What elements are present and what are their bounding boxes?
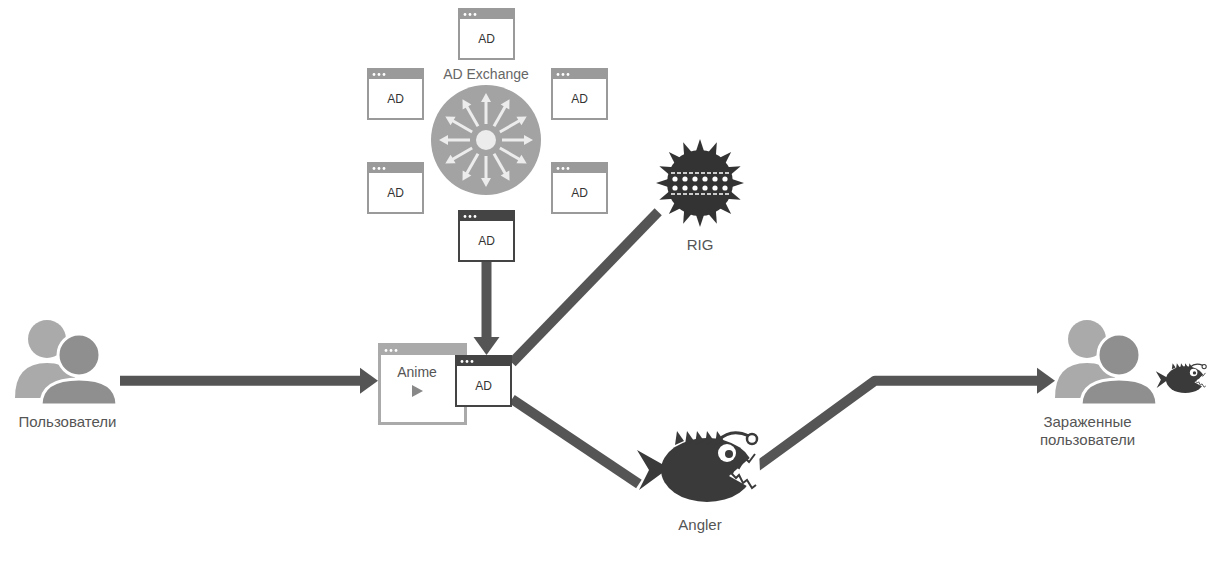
ad-window-box: AD: [551, 68, 608, 120]
ad-label: AD: [475, 379, 492, 393]
hub-label: AD Exchange: [430, 66, 542, 83]
ad-window-box: AD: [458, 8, 515, 60]
flow-connector: [749, 368, 1055, 472]
window-title-bar: [553, 164, 606, 173]
window-text-area: AD: [553, 173, 606, 212]
ad-label: AD: [478, 32, 495, 46]
angler-symbol: [635, 428, 765, 508]
ad-window-box: AD: [455, 355, 512, 407]
rig-icon-node: RIG: [645, 138, 755, 254]
icon-caption: Пользователи: [5, 413, 130, 431]
ad-label: AD: [387, 92, 404, 106]
window-text-area: AD: [457, 366, 510, 405]
window-text-area: AD: [369, 79, 422, 118]
flow-connector: [474, 262, 500, 355]
flow-connector: [512, 212, 658, 363]
window-title-bar: [460, 10, 513, 19]
ad-window-box: AD: [367, 68, 424, 120]
site-name: Anime: [381, 364, 453, 380]
arrow-head: [360, 368, 378, 394]
window-text-area: AD: [369, 173, 422, 212]
window-text-area: AD: [460, 19, 513, 58]
ad-label: AD: [571, 92, 588, 106]
infected-icon-node: Зараженные пользователи: [1025, 318, 1210, 449]
flow-connector: [512, 399, 639, 484]
window-title-bar: [460, 212, 513, 221]
infected-symbol: [1055, 318, 1210, 405]
icon-caption: Зараженные пользователи: [1025, 413, 1150, 449]
ad-window-box: AD: [551, 162, 608, 214]
flow-connector: [120, 368, 378, 394]
exchange-circle: [430, 84, 542, 196]
play-symbol: [410, 384, 424, 398]
window-title-bar: [381, 346, 464, 355]
angler-icon-node: Angler: [635, 428, 765, 534]
icon-caption: Angler: [635, 516, 765, 534]
site-content: Anime: [381, 364, 453, 398]
ad-label: AD: [387, 186, 404, 200]
users-symbol: [15, 318, 120, 405]
window-title-bar: [457, 357, 510, 366]
rig-symbol: [645, 138, 755, 228]
connector-line: [120, 376, 362, 386]
site-window: AnimeAD: [378, 343, 467, 425]
ad-label: AD: [478, 234, 495, 248]
arrow-head: [474, 337, 500, 355]
ad-window-box: AD: [367, 162, 424, 214]
ad-exchange-hub: AD Exchange: [430, 66, 542, 196]
ad-label: AD: [571, 186, 588, 200]
ad-window-box: AD: [458, 210, 515, 262]
connector-line: [749, 381, 1039, 472]
connector-line: [512, 212, 658, 363]
connector-line: [482, 262, 492, 339]
window-title-bar: [369, 164, 422, 173]
window-text-area: AD: [553, 79, 606, 118]
window-title-bar: [369, 70, 422, 79]
window-text-area: AD: [460, 221, 513, 260]
connector-line: [512, 399, 639, 484]
arrow-head: [1037, 368, 1055, 394]
icon-caption: RIG: [645, 236, 755, 254]
users-icon-node: Пользователи: [5, 318, 130, 431]
window-title-bar: [553, 70, 606, 79]
